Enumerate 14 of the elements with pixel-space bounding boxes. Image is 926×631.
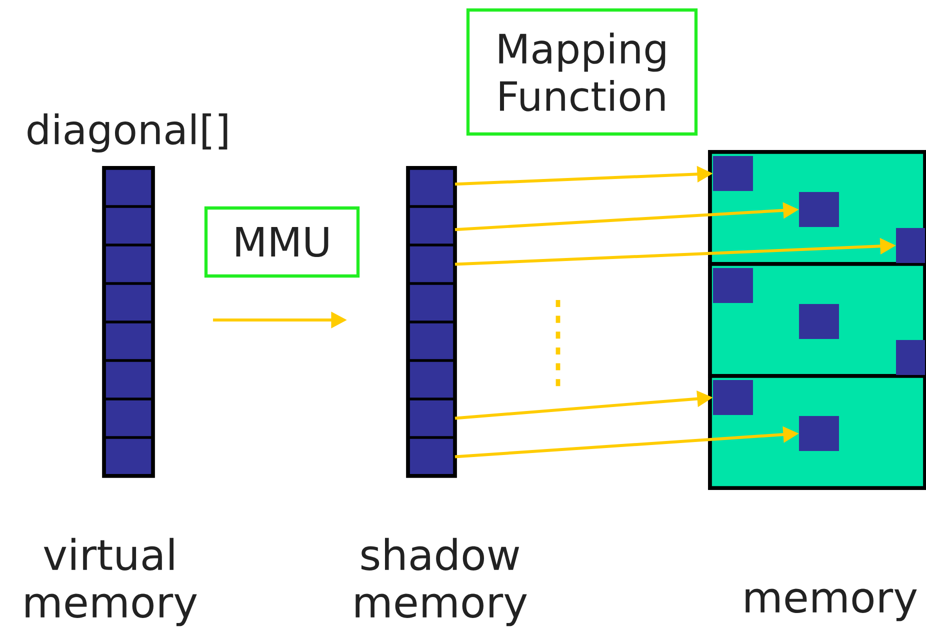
memory-block <box>713 380 753 415</box>
memory-caption: memory <box>746 588 917 622</box>
memory-block <box>713 156 753 191</box>
memory-block <box>896 228 925 263</box>
memory-block <box>713 268 753 303</box>
memory-block <box>896 340 925 375</box>
label-box: Mapping Function <box>466 8 698 136</box>
memory-block <box>799 304 839 339</box>
memory-block <box>799 192 839 227</box>
array-label: diagonal[] <box>28 113 228 153</box>
memory-block <box>799 416 839 451</box>
memory-caption: shadow memory <box>356 538 527 626</box>
memory-caption: virtual memory <box>26 538 197 626</box>
label-box: MMU <box>204 206 360 278</box>
